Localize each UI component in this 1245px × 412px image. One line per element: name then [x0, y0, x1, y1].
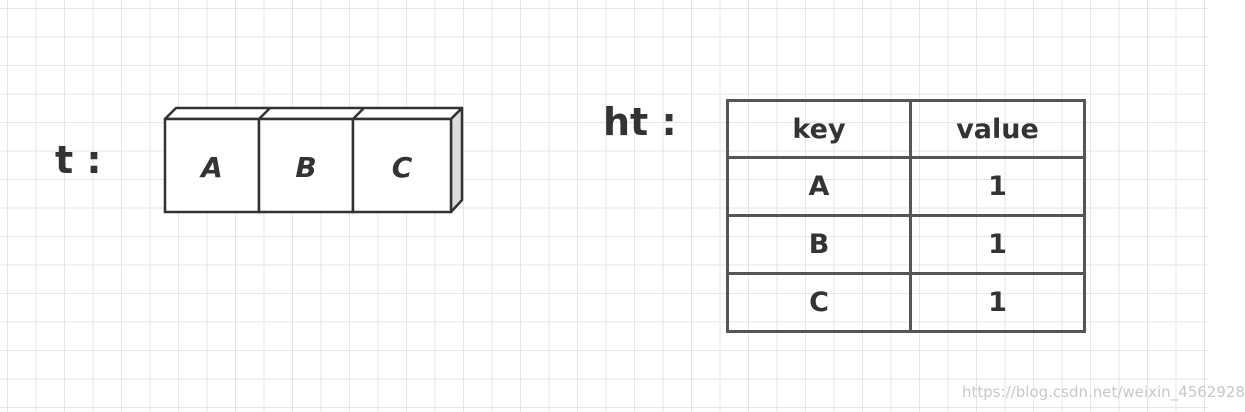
hashtable-label: ht : [603, 100, 677, 144]
array-t: A B C [163, 106, 464, 214]
array-top-divider [258, 107, 271, 120]
array-top-divider [352, 107, 365, 120]
key-cell: B [726, 214, 912, 275]
array-top-face [163, 106, 464, 121]
array-cell-label: B [295, 151, 316, 184]
value-cell: 1 [909, 272, 1086, 333]
watermark: https://blog.csdn.net/weixin_45629285 [962, 383, 1245, 401]
array-cell-label: C [392, 151, 413, 184]
key-cell: C [726, 272, 912, 333]
table-row: A 1 [726, 156, 1086, 217]
value-cell: 1 [909, 156, 1086, 217]
array-side-face [449, 106, 464, 214]
array-cell [163, 117, 261, 214]
key-cell: A [726, 156, 912, 217]
value-cell: 1 [909, 214, 1086, 275]
hashtable-header-row: key value [726, 99, 1086, 159]
column-header-value: value [909, 99, 1086, 159]
hashtable: key value A 1 B 1 C 1 [726, 99, 1086, 333]
table-row: C 1 [726, 272, 1086, 333]
array-label: t : [55, 138, 102, 182]
array-cell [257, 117, 355, 214]
array-cell [351, 117, 453, 214]
table-row: B 1 [726, 214, 1086, 275]
array-cell-label: A [199, 151, 223, 184]
column-header-key: key [726, 99, 912, 159]
